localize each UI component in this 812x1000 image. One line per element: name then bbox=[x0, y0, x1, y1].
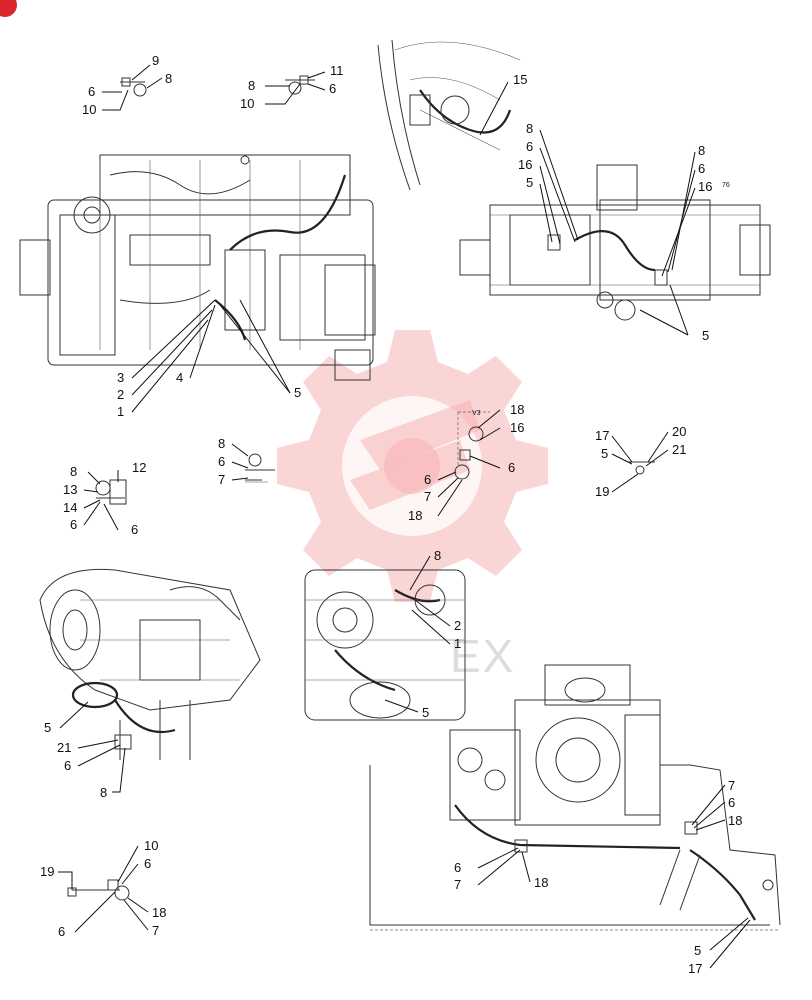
engine-left-drawing bbox=[19, 154, 376, 381]
callout-7: 7 bbox=[424, 489, 431, 504]
corner-badge bbox=[0, 0, 17, 17]
callout-6: 6 bbox=[454, 860, 461, 875]
callout-7: 7 bbox=[728, 778, 735, 793]
callout-10: 10 bbox=[82, 102, 96, 117]
callout-2: 2 bbox=[454, 618, 461, 633]
callout-6: 6 bbox=[58, 924, 65, 939]
callouts-clip-mid-center: 8 6 7 bbox=[218, 436, 225, 487]
callout-5: 5 bbox=[44, 720, 51, 735]
callout-6: 6 bbox=[526, 139, 533, 154]
callout-6: 6 bbox=[329, 81, 336, 96]
callout-8: 8 bbox=[165, 71, 172, 86]
callout-17: 17 bbox=[688, 961, 702, 976]
callout-5: 5 bbox=[601, 446, 608, 461]
callouts-engine-center: 8 2 1 5 bbox=[422, 548, 461, 720]
callout-6: 6 bbox=[424, 472, 431, 487]
callout-8: 8 bbox=[70, 464, 77, 479]
clip-top-left-drawing bbox=[120, 77, 147, 97]
callout-6: 6 bbox=[728, 795, 735, 810]
callout-7: 7 bbox=[218, 472, 225, 487]
callout-5: 5 bbox=[694, 943, 701, 958]
callout-15: 15 bbox=[513, 72, 527, 87]
callout-5: 5 bbox=[702, 328, 709, 343]
pump-bottom-right-drawing bbox=[369, 664, 781, 931]
callouts-clip-top-left: 9 8 6 10 bbox=[82, 53, 172, 117]
clip-far-right-drawing bbox=[628, 461, 655, 475]
callout-10: 10 bbox=[144, 838, 158, 853]
callout-9: 9 bbox=[152, 53, 159, 68]
callouts-clip-bottom-left: 10 6 19 18 6 7 bbox=[40, 838, 166, 939]
callout-18: 18 bbox=[408, 508, 422, 523]
leader-lines bbox=[58, 64, 751, 969]
callout-6: 6 bbox=[70, 517, 77, 532]
callout-2: 2 bbox=[117, 387, 124, 402]
callout-14: 14 bbox=[63, 500, 77, 515]
callouts-pump-bottom-right: 7 6 18 6 7 18 5 17 bbox=[454, 778, 742, 976]
callout-21: 21 bbox=[57, 740, 71, 755]
callout-10: 10 bbox=[240, 96, 254, 111]
watermark-text: EX bbox=[450, 630, 515, 682]
callout-12: 12 bbox=[132, 460, 146, 475]
callout-16: 16 bbox=[518, 157, 532, 172]
watermark-gear bbox=[277, 330, 548, 602]
callout-13: 13 bbox=[63, 482, 77, 497]
callout-1: 1 bbox=[117, 404, 124, 419]
callout-16: 16 bbox=[510, 420, 524, 435]
callouts-clip-far-right: 17 5 20 21 19 bbox=[595, 424, 686, 499]
callout-8: 8 bbox=[248, 78, 255, 93]
callout-18: 18 bbox=[152, 905, 166, 920]
callout-5: 5 bbox=[526, 175, 533, 190]
callout-8: 8 bbox=[698, 143, 705, 158]
callout-18: 18 bbox=[728, 813, 742, 828]
callout-19: 19 bbox=[40, 864, 54, 879]
callout-11: 11 bbox=[330, 63, 344, 78]
callouts-engine-left: 3 2 1 4 5 bbox=[117, 370, 301, 419]
engine-center-drawing bbox=[304, 569, 466, 721]
callout-21: 21 bbox=[672, 442, 686, 457]
callout-8: 8 bbox=[100, 785, 107, 800]
callout-18: 18 bbox=[534, 875, 548, 890]
callout-1: 1 bbox=[454, 636, 461, 651]
clip-top-mid-drawing bbox=[285, 75, 315, 95]
callout-6: 6 bbox=[64, 758, 71, 773]
callout-18: 18 bbox=[510, 402, 524, 417]
callouts-clip-mid-right: 18 16 6 6 7 18 bbox=[408, 402, 524, 523]
turbo-left-drawing bbox=[39, 568, 261, 760]
callout-20: 20 bbox=[672, 424, 686, 439]
callouts-turbo-left: 5 21 6 8 bbox=[44, 720, 107, 800]
callout-8: 8 bbox=[434, 548, 441, 563]
callout-6: 6 bbox=[131, 522, 138, 537]
clip-mid-center-drawing bbox=[245, 453, 275, 483]
callout-19: 19 bbox=[595, 484, 609, 499]
callout-8: 8 bbox=[526, 121, 533, 136]
callouts-clip-top-mid: 11 8 6 10 bbox=[240, 63, 344, 111]
small-text-v3: V3 bbox=[472, 410, 481, 417]
callout-5: 5 bbox=[422, 705, 429, 720]
callout-6: 6 bbox=[508, 460, 515, 475]
pump-top-right-drawing: 76 bbox=[377, 39, 771, 321]
callout-8: 8 bbox=[218, 436, 225, 451]
small-text-76: 76 bbox=[722, 182, 730, 189]
callout-6: 6 bbox=[144, 856, 151, 871]
callouts-clip-mid-left: 8 13 14 6 12 6 bbox=[63, 460, 146, 537]
callout-7: 7 bbox=[454, 877, 461, 892]
callout-5: 5 bbox=[294, 385, 301, 400]
callout-3: 3 bbox=[117, 370, 124, 385]
callout-7: 7 bbox=[152, 923, 159, 938]
clip-bottom-left-drawing bbox=[67, 879, 130, 901]
callout-4: 4 bbox=[176, 370, 183, 385]
callout-6: 6 bbox=[218, 454, 225, 469]
callout-16: 16 bbox=[698, 179, 712, 194]
callout-6: 6 bbox=[698, 161, 705, 176]
clip-mid-left-drawing bbox=[95, 479, 127, 505]
callout-6: 6 bbox=[88, 84, 95, 99]
callout-17: 17 bbox=[595, 428, 609, 443]
callouts-pump-top-right: 15 8 6 16 5 8 6 16 5 bbox=[513, 72, 712, 343]
